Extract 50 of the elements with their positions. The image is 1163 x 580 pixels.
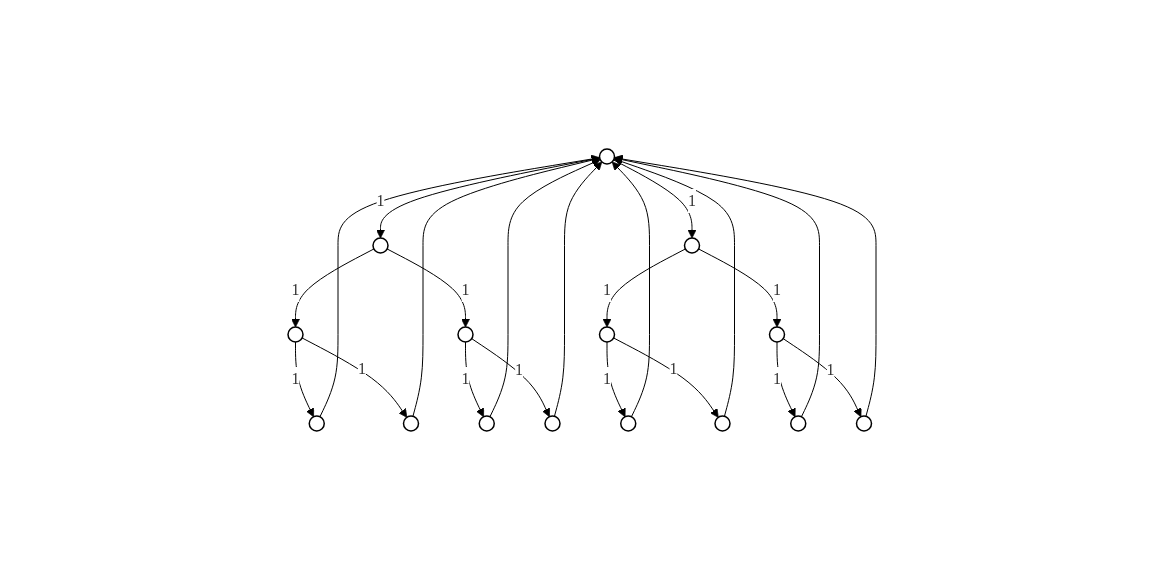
node-circle bbox=[789, 415, 806, 432]
arrow bbox=[602, 248, 686, 328]
edge-label: 1 bbox=[826, 361, 835, 379]
arrow bbox=[290, 248, 374, 328]
arrow bbox=[697, 248, 781, 328]
arrow bbox=[294, 341, 314, 418]
edge-label: 1 bbox=[602, 370, 611, 387]
arrow bbox=[489, 158, 601, 418]
arrow bbox=[606, 341, 626, 418]
edge-label: 1 bbox=[687, 192, 696, 209]
node-circle bbox=[543, 415, 561, 432]
arrow bbox=[782, 338, 862, 418]
arrow bbox=[464, 341, 484, 418]
edge-label: 1 bbox=[514, 361, 523, 379]
edge-label: 1 bbox=[291, 370, 299, 387]
arrow bbox=[776, 341, 796, 418]
node-circle bbox=[478, 415, 495, 432]
arrow bbox=[470, 338, 550, 418]
node-circle bbox=[683, 237, 700, 254]
node-circle bbox=[402, 415, 419, 432]
arrow bbox=[319, 154, 600, 418]
arrow bbox=[411, 155, 600, 417]
edge-label: 1 bbox=[461, 281, 469, 298]
node-circle bbox=[308, 415, 325, 432]
edge-label: 1 bbox=[291, 281, 299, 298]
node-circle bbox=[598, 148, 615, 165]
arrow bbox=[386, 248, 470, 328]
arrow bbox=[612, 337, 719, 418]
arrow bbox=[612, 159, 696, 239]
arrow bbox=[553, 161, 602, 417]
node-circle bbox=[768, 326, 785, 343]
arrow bbox=[301, 337, 407, 418]
edge-label: 1 bbox=[772, 281, 781, 298]
node-circle bbox=[286, 326, 304, 343]
edge-label: 1 bbox=[357, 360, 366, 378]
edge-label: 1 bbox=[461, 370, 469, 387]
edge-label: 1 bbox=[668, 360, 677, 378]
node-circle bbox=[598, 326, 615, 343]
node-circle bbox=[456, 326, 474, 343]
arrow bbox=[613, 154, 876, 417]
node-circle bbox=[371, 237, 389, 254]
edge-label: 1 bbox=[602, 281, 611, 298]
edge-label: 1 bbox=[376, 192, 384, 209]
node-circle bbox=[855, 415, 872, 432]
arrow bbox=[613, 155, 820, 418]
arrow bbox=[611, 161, 650, 418]
node-circle bbox=[713, 415, 731, 432]
node-circle bbox=[619, 415, 636, 432]
edge-label: 1 bbox=[772, 370, 781, 387]
arrow bbox=[613, 157, 735, 417]
